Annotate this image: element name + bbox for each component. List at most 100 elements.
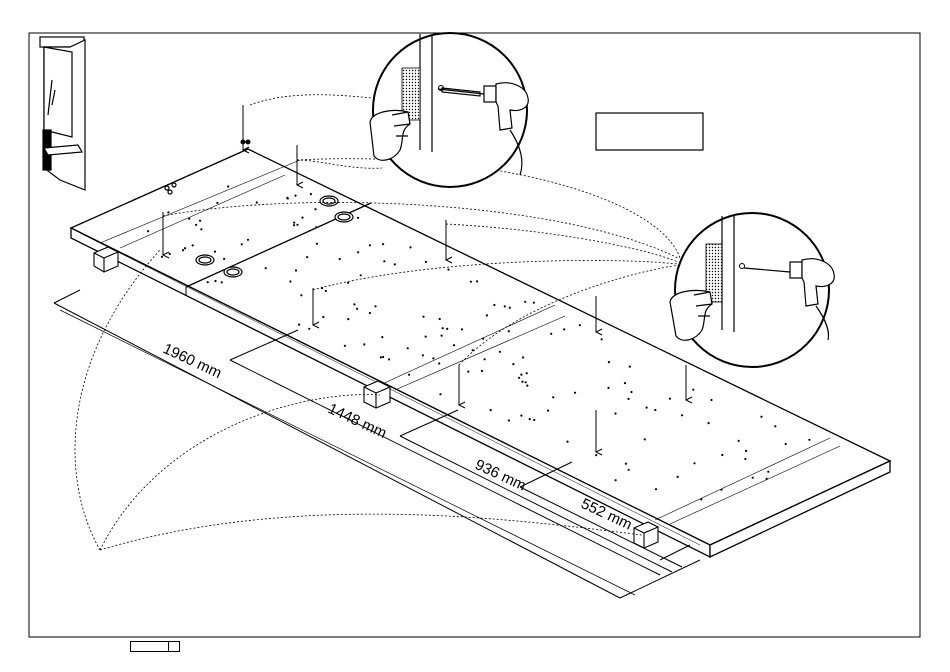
drill-point [214,280,216,282]
drill-point [344,345,346,347]
drill-point [700,498,702,500]
wardrobe-thumbnail-icon [40,37,85,190]
drill-point [744,458,746,460]
drill-point [808,439,810,441]
drill-point [644,438,646,440]
drill-point [221,281,223,283]
drill-point [241,243,243,245]
drill-point [167,211,169,213]
drill-point [293,224,295,226]
drill-point [184,247,186,249]
drill-point [147,230,149,232]
drill-point [432,357,434,359]
drill-point [383,260,385,262]
drill-point [216,202,218,204]
detail-circle-top [370,33,528,187]
drill-point [508,419,510,421]
drill-point [785,443,787,445]
drill-point [681,414,683,416]
drill-point [315,226,317,228]
drill-point [380,356,382,358]
drill-point [207,281,209,283]
drill-point [363,343,365,345]
drill-point [381,336,383,338]
drill-point [493,304,495,306]
drill-point [360,274,362,276]
drill-point [738,440,740,442]
drill-point [200,228,202,230]
drill-point [442,327,444,329]
drill-point [752,477,754,479]
drill-point [533,419,535,421]
drill-point [767,471,769,473]
drill-point [188,218,190,220]
drill-point [322,316,324,318]
drill-point [630,391,632,393]
drill-point [646,407,648,409]
drill-point [526,372,528,374]
drill-point [595,454,597,456]
drill-point [227,185,229,187]
drill-point [550,333,552,335]
drill-point [447,269,449,271]
drill-point [374,305,376,307]
drill-point [625,463,627,465]
drill-point [522,356,524,358]
drill-point [353,303,355,305]
drill-point [624,382,626,384]
drill-point [601,338,603,340]
drill-point [356,308,358,310]
drill-point [467,371,469,373]
drill-point [357,251,359,253]
drill-point [382,243,384,245]
drill-point [721,454,723,456]
drill-point [306,256,308,258]
drill-point [508,330,510,332]
drill-point [316,243,318,245]
drill-point [409,246,411,248]
drill-point [301,217,303,219]
drill-point [286,197,288,199]
drill-point [369,244,371,246]
drill-point [195,224,197,226]
drill-point [504,305,506,307]
drill-point [547,410,549,412]
drill-point [766,478,768,480]
drill-point [408,374,410,376]
drill-point [521,381,523,383]
drill-point [214,251,216,253]
drill-point [265,267,267,269]
drill-point [529,418,531,420]
drill-point [484,358,486,360]
drill-point [509,307,511,309]
drill-point [289,280,291,282]
drill-point [655,488,657,490]
note-box [596,113,703,150]
drill-point [512,363,514,365]
drill-point [295,269,297,271]
drill-point [524,301,526,303]
drill-point [388,358,390,360]
drill-point [520,374,522,376]
drill-point [347,318,349,320]
page-number-tab [130,641,180,652]
drill-point [499,351,501,353]
drill-point [192,244,194,246]
drill-point [382,356,384,358]
drill-point [294,195,296,197]
drill-point [615,479,617,481]
drill-point [574,392,576,394]
drill-point [407,347,409,349]
drill-point [760,416,762,418]
drill-point [720,489,722,491]
drill-point [693,462,695,464]
drill-point [563,328,565,330]
drill-point [441,335,443,337]
drill-point [293,222,295,224]
drill-point [325,290,327,292]
drill-point [627,398,629,400]
drill-point [476,280,478,282]
drill-point [708,422,710,424]
drill-point [628,469,630,471]
